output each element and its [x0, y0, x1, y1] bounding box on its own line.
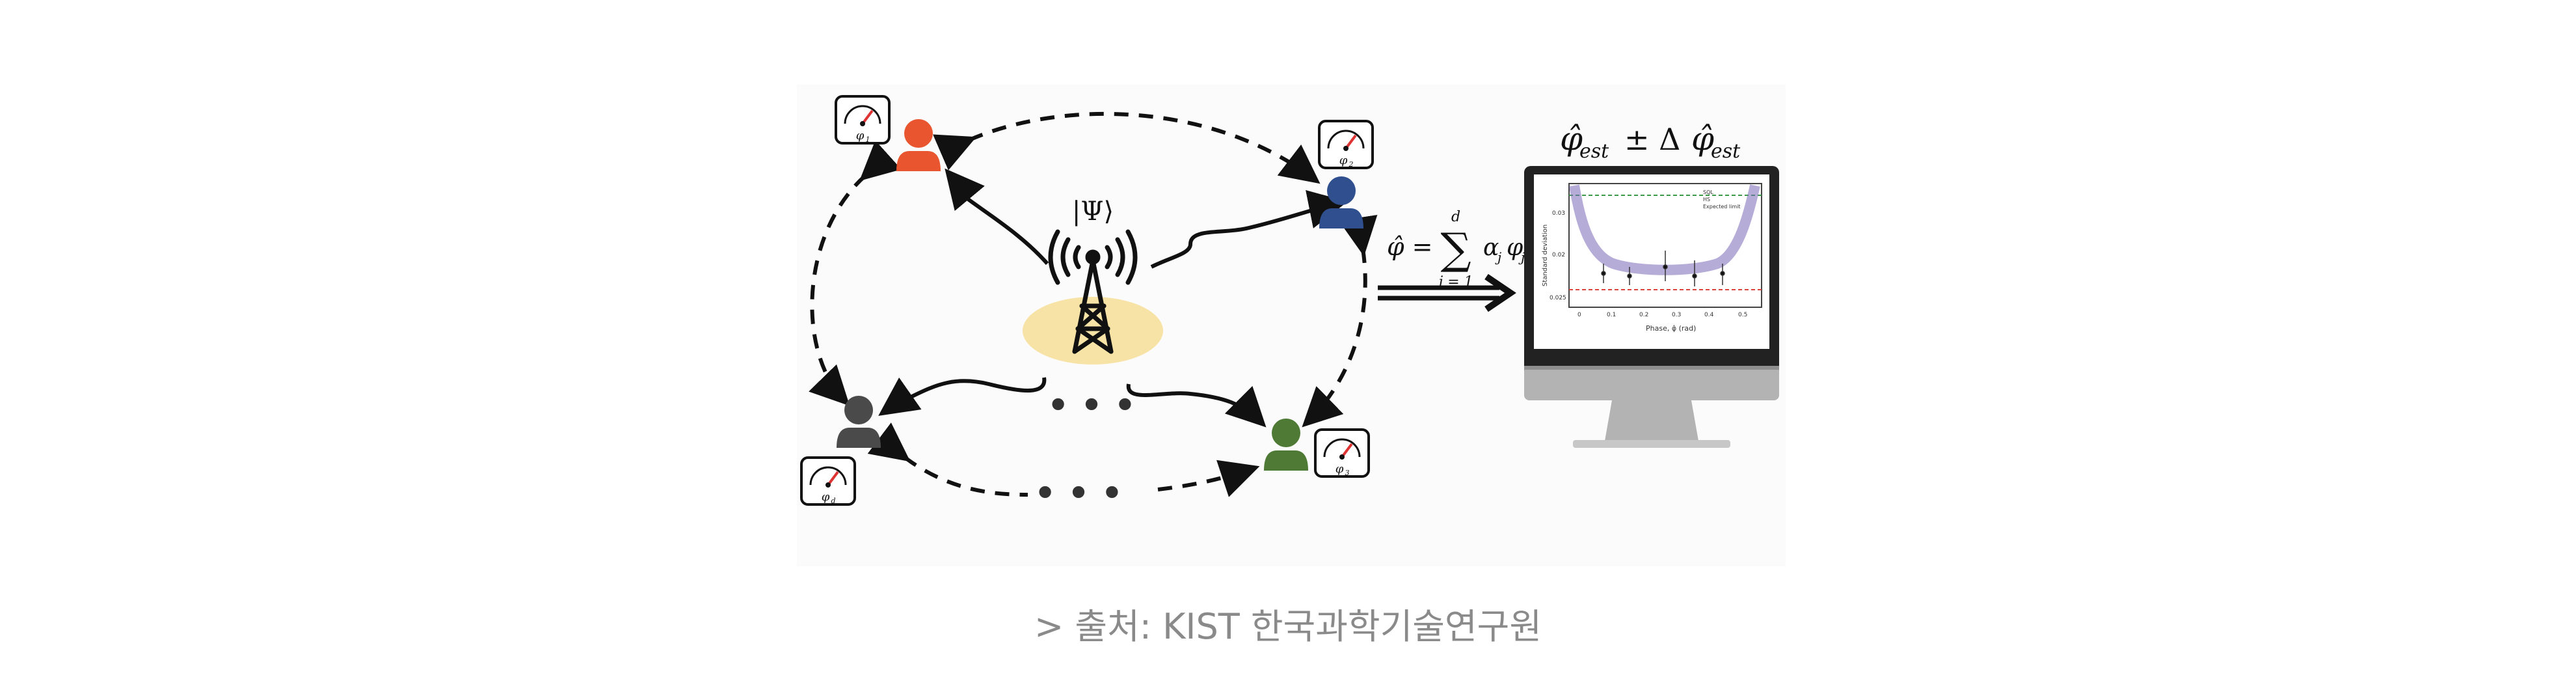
equation-alpha-sub: j	[1495, 249, 1501, 265]
xtick: 0	[1577, 312, 1581, 318]
source-caption: > 출처: KIST 한국과학기술연구원	[1034, 606, 1542, 647]
equation-phi-sub: j	[1518, 249, 1525, 265]
sensor-meter-1-icon: φ 1	[835, 95, 891, 145]
ytick: 0.03	[1552, 210, 1565, 217]
plot-ylabel: Standard deviation	[1542, 225, 1549, 286]
equation-lhs: φ̂ =	[1387, 232, 1433, 261]
legend-hs: HS	[1703, 197, 1710, 202]
meter-d-sub: d	[831, 497, 835, 505]
estimate-main-sub: est	[1579, 140, 1609, 163]
meter-d-label: φ	[822, 490, 830, 504]
ytick: 0.025	[1550, 295, 1566, 301]
ytick: 0.02	[1552, 252, 1565, 258]
sensor-meter-3-icon: φ 3	[1314, 428, 1370, 478]
weighted-sum-equation: φ̂ = ∑ d j = 1 α j φ j	[1387, 209, 1525, 290]
data-points	[1601, 251, 1725, 286]
ellipsis-center: • • •	[1047, 386, 1136, 425]
sensor-meter-d-icon: φ d	[800, 456, 856, 506]
sum-upper-limit: d	[1451, 209, 1460, 225]
user-3-icon	[1264, 419, 1308, 471]
estimate-delta: φ̂	[1691, 120, 1714, 158]
classical-links	[809, 111, 1378, 497]
estimate-pm: ± Δ	[1624, 122, 1680, 157]
meter-2-sub: 2	[1348, 160, 1354, 169]
equation-phi: φ	[1507, 234, 1523, 261]
legend-expected: Expected limit	[1703, 204, 1740, 210]
equation-alpha: α	[1483, 234, 1499, 261]
xtick: 0.2	[1639, 312, 1648, 318]
meter-3-sub: 3	[1345, 469, 1350, 477]
plot-legend: SQL HS Expected limit	[1703, 189, 1740, 210]
plot-xticks: 0 0.1 0.2 0.3 0.4 0.5	[1577, 312, 1747, 318]
user-d-icon	[837, 396, 881, 448]
state-label: |Ψ⟩	[1072, 197, 1114, 227]
antenna-tower-icon	[1048, 229, 1138, 354]
meter-1-sub: 1	[866, 135, 870, 144]
result-arrow	[1378, 273, 1516, 312]
monitor-plot: SQL HS Expected limit 0 0.1 0.2 0.3 0.4 …	[1542, 183, 1762, 333]
xtick: 0.4	[1704, 312, 1714, 318]
sensor-meter-2-icon: φ 2	[1318, 120, 1374, 169]
meter-1-label: φ	[856, 129, 865, 143]
estimate-title: φ̂ est ± Δ φ̂ est	[1560, 120, 1741, 163]
estimate-delta-sub: est	[1711, 140, 1741, 163]
estimate-main: φ̂	[1560, 120, 1583, 158]
user-2-icon	[1319, 176, 1363, 228]
xtick: 0.5	[1738, 312, 1747, 318]
legend-sql: SQL	[1703, 189, 1713, 195]
sum-sign: ∑	[1440, 224, 1471, 274]
meter-2-label: φ	[1339, 154, 1348, 167]
plot-xlabel: Phase, φ̂ (rad)	[1646, 324, 1696, 333]
xtick: 0.3	[1672, 312, 1681, 318]
xtick: 0.1	[1607, 312, 1616, 318]
user-1-icon	[896, 119, 941, 171]
plot-yticks: 0.03 0.02 0.025	[1550, 210, 1566, 301]
meter-3-label: φ	[1335, 462, 1344, 476]
ellipsis-bottom: • • •	[1034, 474, 1123, 513]
